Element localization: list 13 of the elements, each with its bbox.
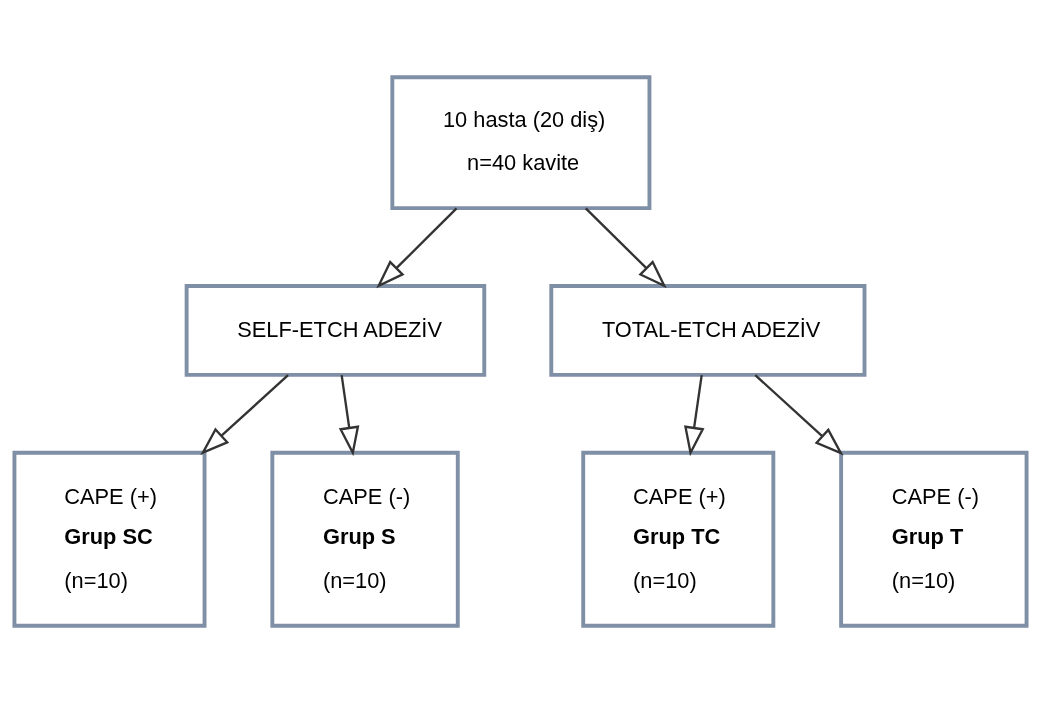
node-box: SELF-ETCH ADEZİV bbox=[184, 284, 487, 377]
arrow bbox=[338, 374, 360, 457]
arrow bbox=[200, 374, 289, 456]
node-box: CAPE (-) Grup S (n=10) bbox=[270, 450, 460, 628]
node-box: 10 hasta (20 diş) n=40 kavite bbox=[390, 75, 652, 211]
node-box: TOTAL-ETCH ADEZİV bbox=[549, 284, 867, 377]
arrow bbox=[376, 207, 458, 289]
node-box: CAPE (+) Grup SC (n=10) bbox=[12, 450, 207, 628]
arrow bbox=[683, 374, 705, 457]
node-box: CAPE (+) Grup TC (n=10) bbox=[581, 450, 776, 628]
arrow bbox=[754, 374, 844, 456]
arrow bbox=[584, 207, 667, 289]
node-box: CAPE (-) Grup T (n=10) bbox=[839, 450, 1029, 628]
